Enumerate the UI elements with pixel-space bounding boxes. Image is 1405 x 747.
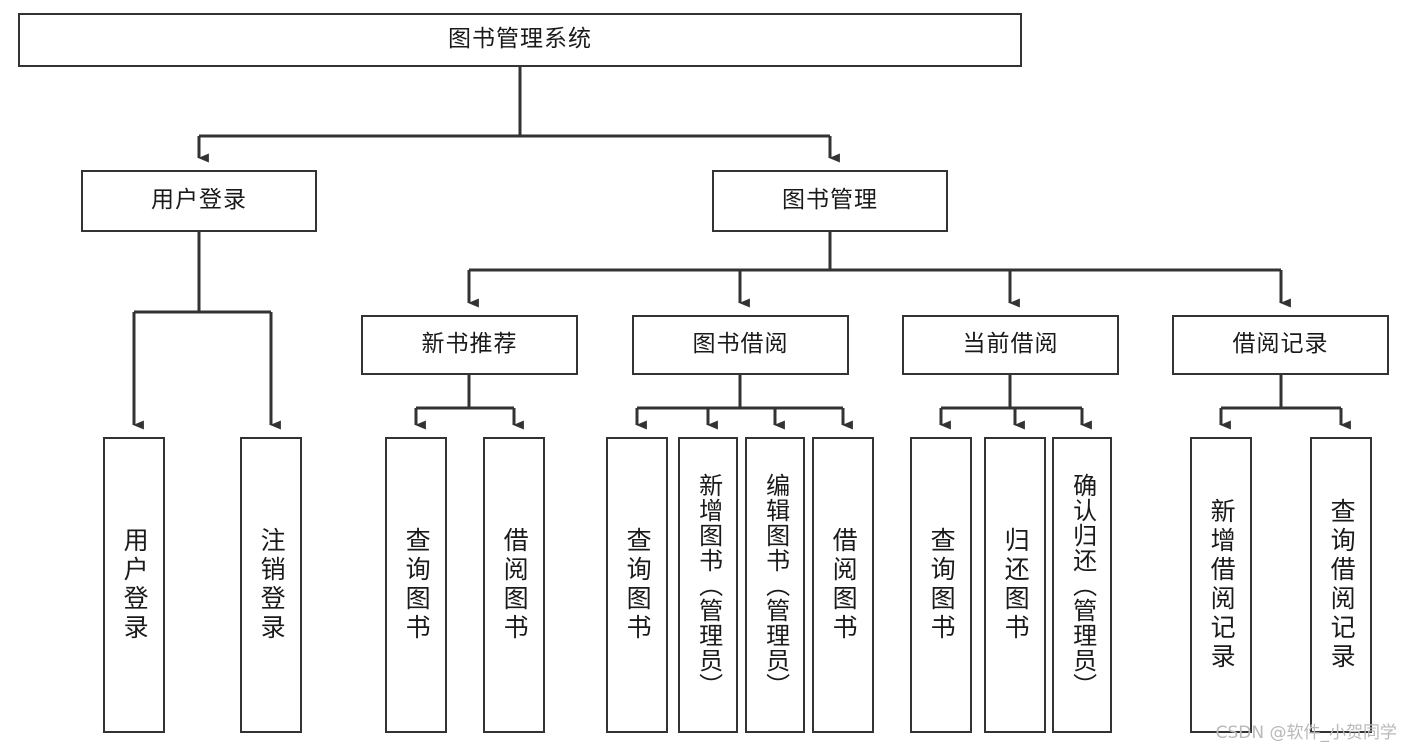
node-label: 注销登录 xyxy=(257,527,287,643)
node-level3-3[interactable]: 借阅记录 xyxy=(1172,315,1389,375)
node-label: 图书借阅 xyxy=(692,331,789,358)
node-level3-1[interactable]: 图书借阅 xyxy=(632,315,849,375)
node-label: 查询借阅记录 xyxy=(1327,498,1357,672)
node-label: 新增图书（管理员） xyxy=(694,472,723,698)
node-leaf-11[interactable]: 新增借阅记录 xyxy=(1190,437,1252,733)
node-root-system[interactable]: 图书管理系统 xyxy=(18,13,1022,67)
node-label: 当前借阅 xyxy=(962,331,1059,358)
node-label: 查询图书 xyxy=(402,527,432,643)
node-label: 借阅记录 xyxy=(1232,331,1329,358)
node-leaf-5[interactable]: 新增图书（管理员） xyxy=(678,437,738,733)
node-label: 查询图书 xyxy=(623,527,653,643)
node-label: 图书管理 xyxy=(782,187,878,214)
node-leaf-4[interactable]: 查询图书 xyxy=(606,437,668,733)
node-label: 新书推荐 xyxy=(421,331,518,358)
node-leaf-3[interactable]: 借阅图书 xyxy=(483,437,545,733)
node-level2-0[interactable]: 用户登录 xyxy=(81,170,317,232)
node-label: 用户登录 xyxy=(151,187,247,214)
node-leaf-7[interactable]: 借阅图书 xyxy=(812,437,874,733)
node-level3-2[interactable]: 当前借阅 xyxy=(902,315,1119,375)
node-label: 新增借阅记录 xyxy=(1207,498,1237,672)
node-leaf-1[interactable]: 注销登录 xyxy=(240,437,302,733)
node-label: 编辑图书（管理员） xyxy=(761,472,790,698)
node-leaf-6[interactable]: 编辑图书（管理员） xyxy=(745,437,805,733)
node-label: 借阅图书 xyxy=(829,527,859,643)
node-label: 确认归还（管理员） xyxy=(1068,472,1097,698)
node-label: 借阅图书 xyxy=(500,527,530,643)
node-level2-1[interactable]: 图书管理 xyxy=(712,170,948,232)
node-leaf-8[interactable]: 查询图书 xyxy=(910,437,972,733)
node-leaf-12[interactable]: 查询借阅记录 xyxy=(1310,437,1372,733)
node-level3-0[interactable]: 新书推荐 xyxy=(361,315,578,375)
node-leaf-9[interactable]: 归还图书 xyxy=(984,437,1046,733)
node-leaf-0[interactable]: 用户登录 xyxy=(103,437,165,733)
node-leaf-10[interactable]: 确认归还（管理员） xyxy=(1052,437,1112,733)
watermark: CSDN @软件_小贺同学 xyxy=(1215,723,1397,743)
node-label: 图书管理系统 xyxy=(448,26,592,53)
node-label: 查询图书 xyxy=(927,527,957,643)
node-leaf-2[interactable]: 查询图书 xyxy=(385,437,447,733)
node-label: 用户登录 xyxy=(120,527,150,643)
node-label: 归还图书 xyxy=(1001,527,1031,643)
